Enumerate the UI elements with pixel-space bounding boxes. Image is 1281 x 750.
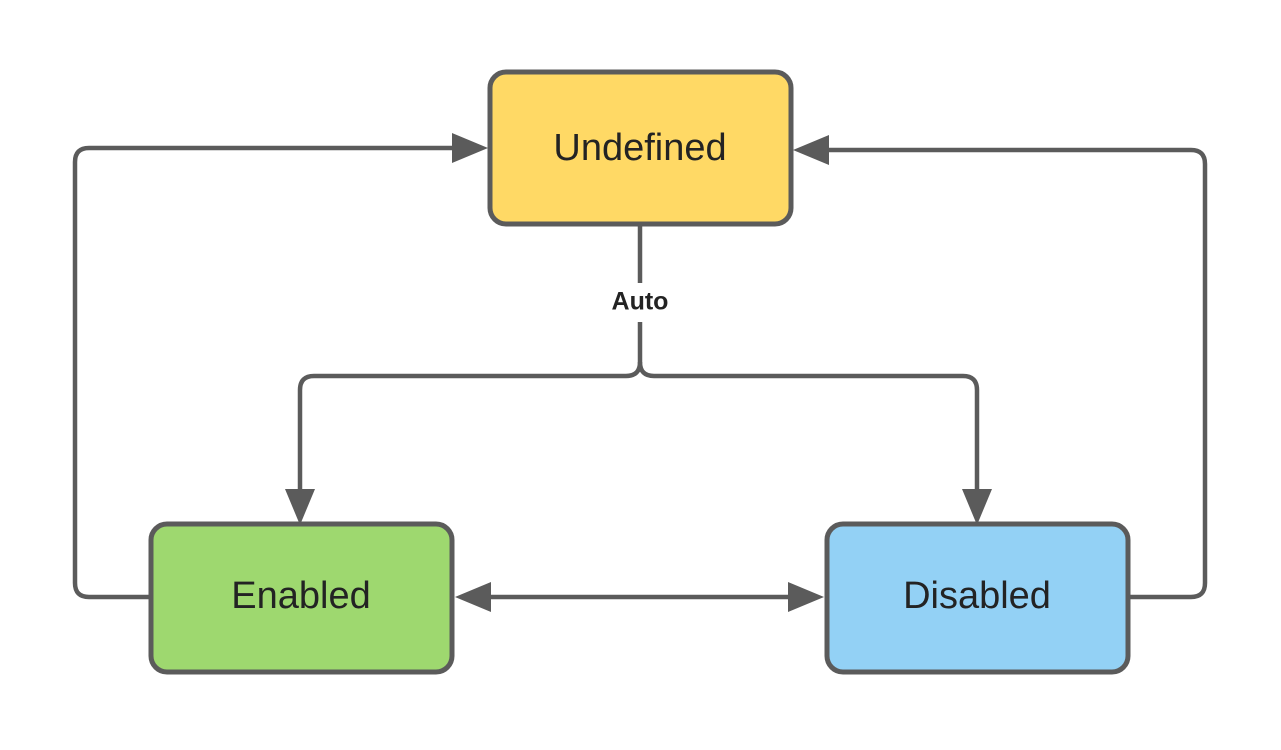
node-disabled-label: Disabled: [903, 575, 1051, 617]
edge-layer: [72, 133, 1208, 612]
edge-path-fork-left-branch: [297, 322, 643, 495]
node-enabled-label: Enabled: [231, 575, 370, 617]
arrowhead-into-disabled-left: [788, 582, 824, 612]
node-disabled-box: [824, 521, 1131, 675]
node-undefined[interactable]: Undefined: [487, 69, 794, 227]
node-enabled-box: [148, 521, 455, 675]
arrowhead-into-enabled-top: [285, 489, 315, 525]
auto-label-background: [592, 283, 688, 322]
edge-path-enabled-to-undefined: [72, 145, 456, 600]
edge-undefined-fork[interactable]: [285, 224, 992, 525]
edge-path-fork-right-branch: [637, 361, 980, 495]
node-layer: Undefined Enabled Disabled: [148, 69, 1131, 675]
node-undefined-box: [487, 69, 794, 227]
node-enabled[interactable]: Enabled: [148, 521, 455, 675]
edge-disabled-to-undefined[interactable]: [793, 135, 1208, 600]
edge-enabled-to-undefined[interactable]: [72, 133, 488, 600]
node-undefined-label: Undefined: [553, 127, 726, 169]
arrowhead-into-enabled-right: [455, 582, 491, 612]
edge-label-auto: Auto: [612, 288, 669, 316]
arrowhead-into-undefined-left: [452, 133, 488, 163]
node-disabled[interactable]: Disabled: [824, 521, 1131, 675]
arrowhead-into-disabled-top: [962, 489, 992, 525]
edge-path-disabled-to-undefined: [825, 147, 1208, 600]
edge-enabled-disabled-bidirectional[interactable]: [455, 582, 824, 612]
edge-label-layer: Auto: [592, 283, 688, 322]
arrowhead-into-undefined-right: [793, 135, 829, 165]
